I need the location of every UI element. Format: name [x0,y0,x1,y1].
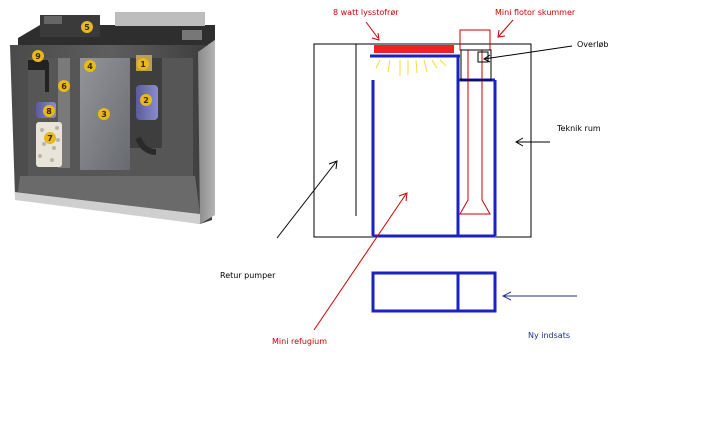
overflow-label: Overløb [577,40,608,49]
overflow-arrow-shaft [483,45,573,60]
media-block [36,122,62,167]
refugium-arrow-head [398,192,408,202]
callout-5: 5 [81,21,93,33]
refugium-label: Mini refugium [272,337,327,346]
skimmer-top-box [459,29,491,51]
callout-3-text: 3 [101,110,107,119]
top-cover [115,12,205,26]
callout-9-text: 9 [35,52,41,61]
lamp-arrow-shaft [365,21,379,39]
top-vent [44,16,62,24]
top-fitting [182,30,202,40]
callout-4: 4 [84,60,96,72]
callout-9: 9 [32,50,44,62]
callout-7-text: 7 [47,134,53,143]
skimmer-label: Mini flotor skummer [495,8,576,17]
callout-3: 3 [98,108,110,120]
callout-6: 6 [58,80,70,92]
heater-rod [45,62,49,92]
tank-floor [18,176,200,214]
return-pump-arrow-shaft [276,161,337,239]
skimmer-arrow-head [497,29,506,38]
tank-base-lip [15,192,200,224]
callout-2-text: 2 [143,96,149,105]
aquarium-photo: 1 2 3 4 5 6 7 8 9 [10,12,215,224]
heater-clip [28,60,48,70]
lamp-label: 8 watt lysstofrør [333,8,399,17]
lamp-bar [374,45,454,53]
tank-side-face [198,40,215,224]
light-rays [375,59,447,76]
skimmer-body [459,50,491,215]
callout-5-text: 5 [84,23,90,32]
tech-room-arrow-head [514,137,524,147]
overflow-arrow-head [483,54,491,63]
refugium-arrow-shaft [313,193,407,331]
overflow-box [460,49,492,81]
tech-room-label: Teknik rum [556,124,601,133]
lamp-arrow-head [371,32,380,41]
callout-6-text: 6 [61,82,67,91]
return-pump-arrow-head [328,160,338,170]
callout-1-text: 1 [140,60,146,69]
callout-8-text: 8 [46,107,52,116]
new-insert-box [371,271,497,313]
new-insert-label: Ny indsats [528,331,570,340]
callout-7: 7 [44,132,56,144]
callout-1: 1 [137,58,149,70]
callout-2: 2 [140,94,152,106]
return-pump-label: Retur pumper [220,271,276,280]
skimmer-arrow-shaft [498,19,514,37]
sketch: 8 watt lysstofrør Mini flotor skummer Ov… [220,8,608,346]
callout-4-text: 4 [87,62,93,71]
tank-outline [313,43,532,238]
new-insert-arrow-head [501,291,512,301]
pump-outlet [135,136,157,155]
overflow-inner [477,51,489,63]
callout-8: 8 [43,105,55,117]
